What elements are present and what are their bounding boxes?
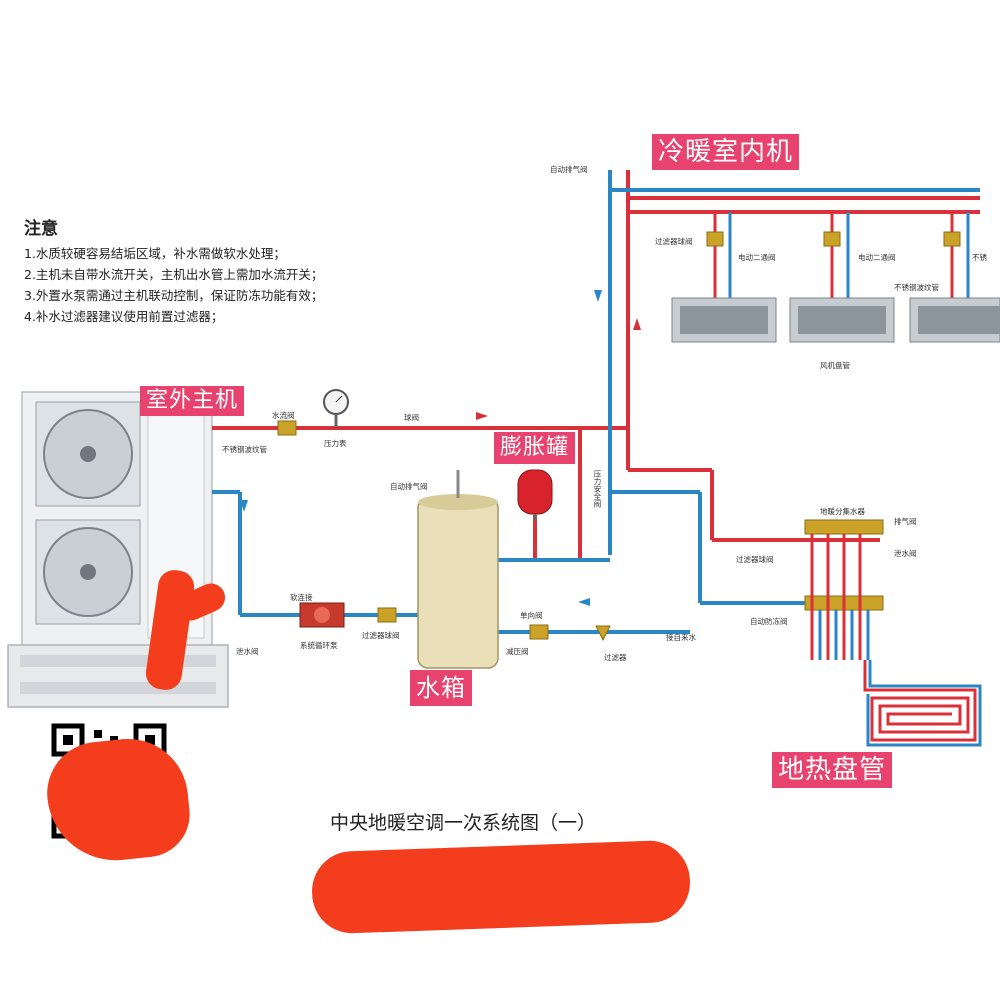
lbl-electric-two-way-2: 电动二通阀 (858, 253, 896, 262)
lbl-flow-switch: 水流阀 (272, 411, 295, 420)
note-item-4: 4.补水过滤器建议使用前置过滤器； (24, 309, 224, 324)
lbl-filter-ball-valve: 过滤器球阀 (362, 631, 400, 640)
note-item-2: 2.主机未自带水流开关，主机出水管上需加水流开关； (24, 267, 324, 282)
lbl-fan-coil: 风机盘管 (820, 361, 850, 370)
circulation-pump (299, 602, 345, 628)
label-water-tank: 水箱 (410, 670, 472, 706)
lbl-vent-valve: 排气阀 (894, 517, 917, 526)
lbl-hose-short: 不锈 (972, 253, 987, 262)
water-tank (417, 470, 499, 669)
label-expansion-tank: 膨胀罐 (494, 432, 576, 464)
notes-block: 注意 1.水质较硬容易结垢区域，补水需做软水处理； 2.主机未自带水流开关，主机… (24, 214, 384, 327)
lbl-drain-valve-right: 泄水阀 (894, 549, 917, 558)
lbl-auto-vent-top: 自动排气阀 (550, 165, 588, 174)
lbl-pressure-gauge: 压力表 (324, 439, 347, 448)
floor-heating-coil (863, 660, 982, 747)
lbl-manifold: 地暖分集水器 (820, 507, 865, 516)
pressure-gauge (323, 389, 349, 428)
label-indoor-unit: 冷暖室内机 (652, 134, 800, 170)
redaction-mark-phone (310, 839, 692, 935)
note-item-1: 1.水质较硬容易结垢区域，补水需做软水处理； (24, 246, 286, 261)
supply-pipes (212, 170, 980, 562)
outdoor-unit (7, 391, 229, 708)
lbl-safety-valve: 压力安全阀 (593, 470, 602, 508)
diagram-title: 中央地暖空调一次系统图（一） (330, 812, 597, 834)
lbl-check-valve: 单向阀 (520, 611, 543, 620)
lbl-antifreeze-valve: 自动防冻阀 (750, 617, 788, 626)
lbl-circ-pump: 系统循环泵 (300, 641, 338, 650)
label-floor-coil: 地热盘管 (772, 752, 893, 788)
lbl-ball-valve: 球阀 (404, 413, 419, 422)
lbl-stainless-hose: 不锈钢波纹管 (894, 283, 939, 292)
lbl-drain-valve: 泄水阀 (236, 647, 259, 656)
lbl-pressure-reducing: 减压阀 (506, 647, 529, 656)
lbl-tap-water: 接自来水 (666, 633, 696, 642)
label-outdoor-unit: 室外主机 (140, 386, 245, 416)
fan-coil-units (671, 297, 1000, 343)
lbl-filter-ball-valve-top: 过滤器球阀 (655, 237, 693, 246)
lbl-stainless-hose-left: 不锈钢波纹管 (222, 445, 267, 454)
lbl-soft-joint: 软连接 (290, 593, 313, 602)
notes-title: 注意 (24, 219, 58, 239)
lbl-auto-vent-tank: 自动排气阀 (390, 482, 428, 491)
lbl-filter-ball-valve-right: 过滤器球阀 (736, 555, 774, 564)
expansion-tank (517, 469, 553, 520)
note-item-3: 3.外置水泵需通过主机联动控制，保证防冻功能有效； (24, 288, 324, 303)
floor-manifold (804, 519, 884, 660)
lbl-electric-two-way-1: 电动二通阀 (738, 253, 776, 262)
lbl-filter: 过滤器 (604, 653, 627, 662)
